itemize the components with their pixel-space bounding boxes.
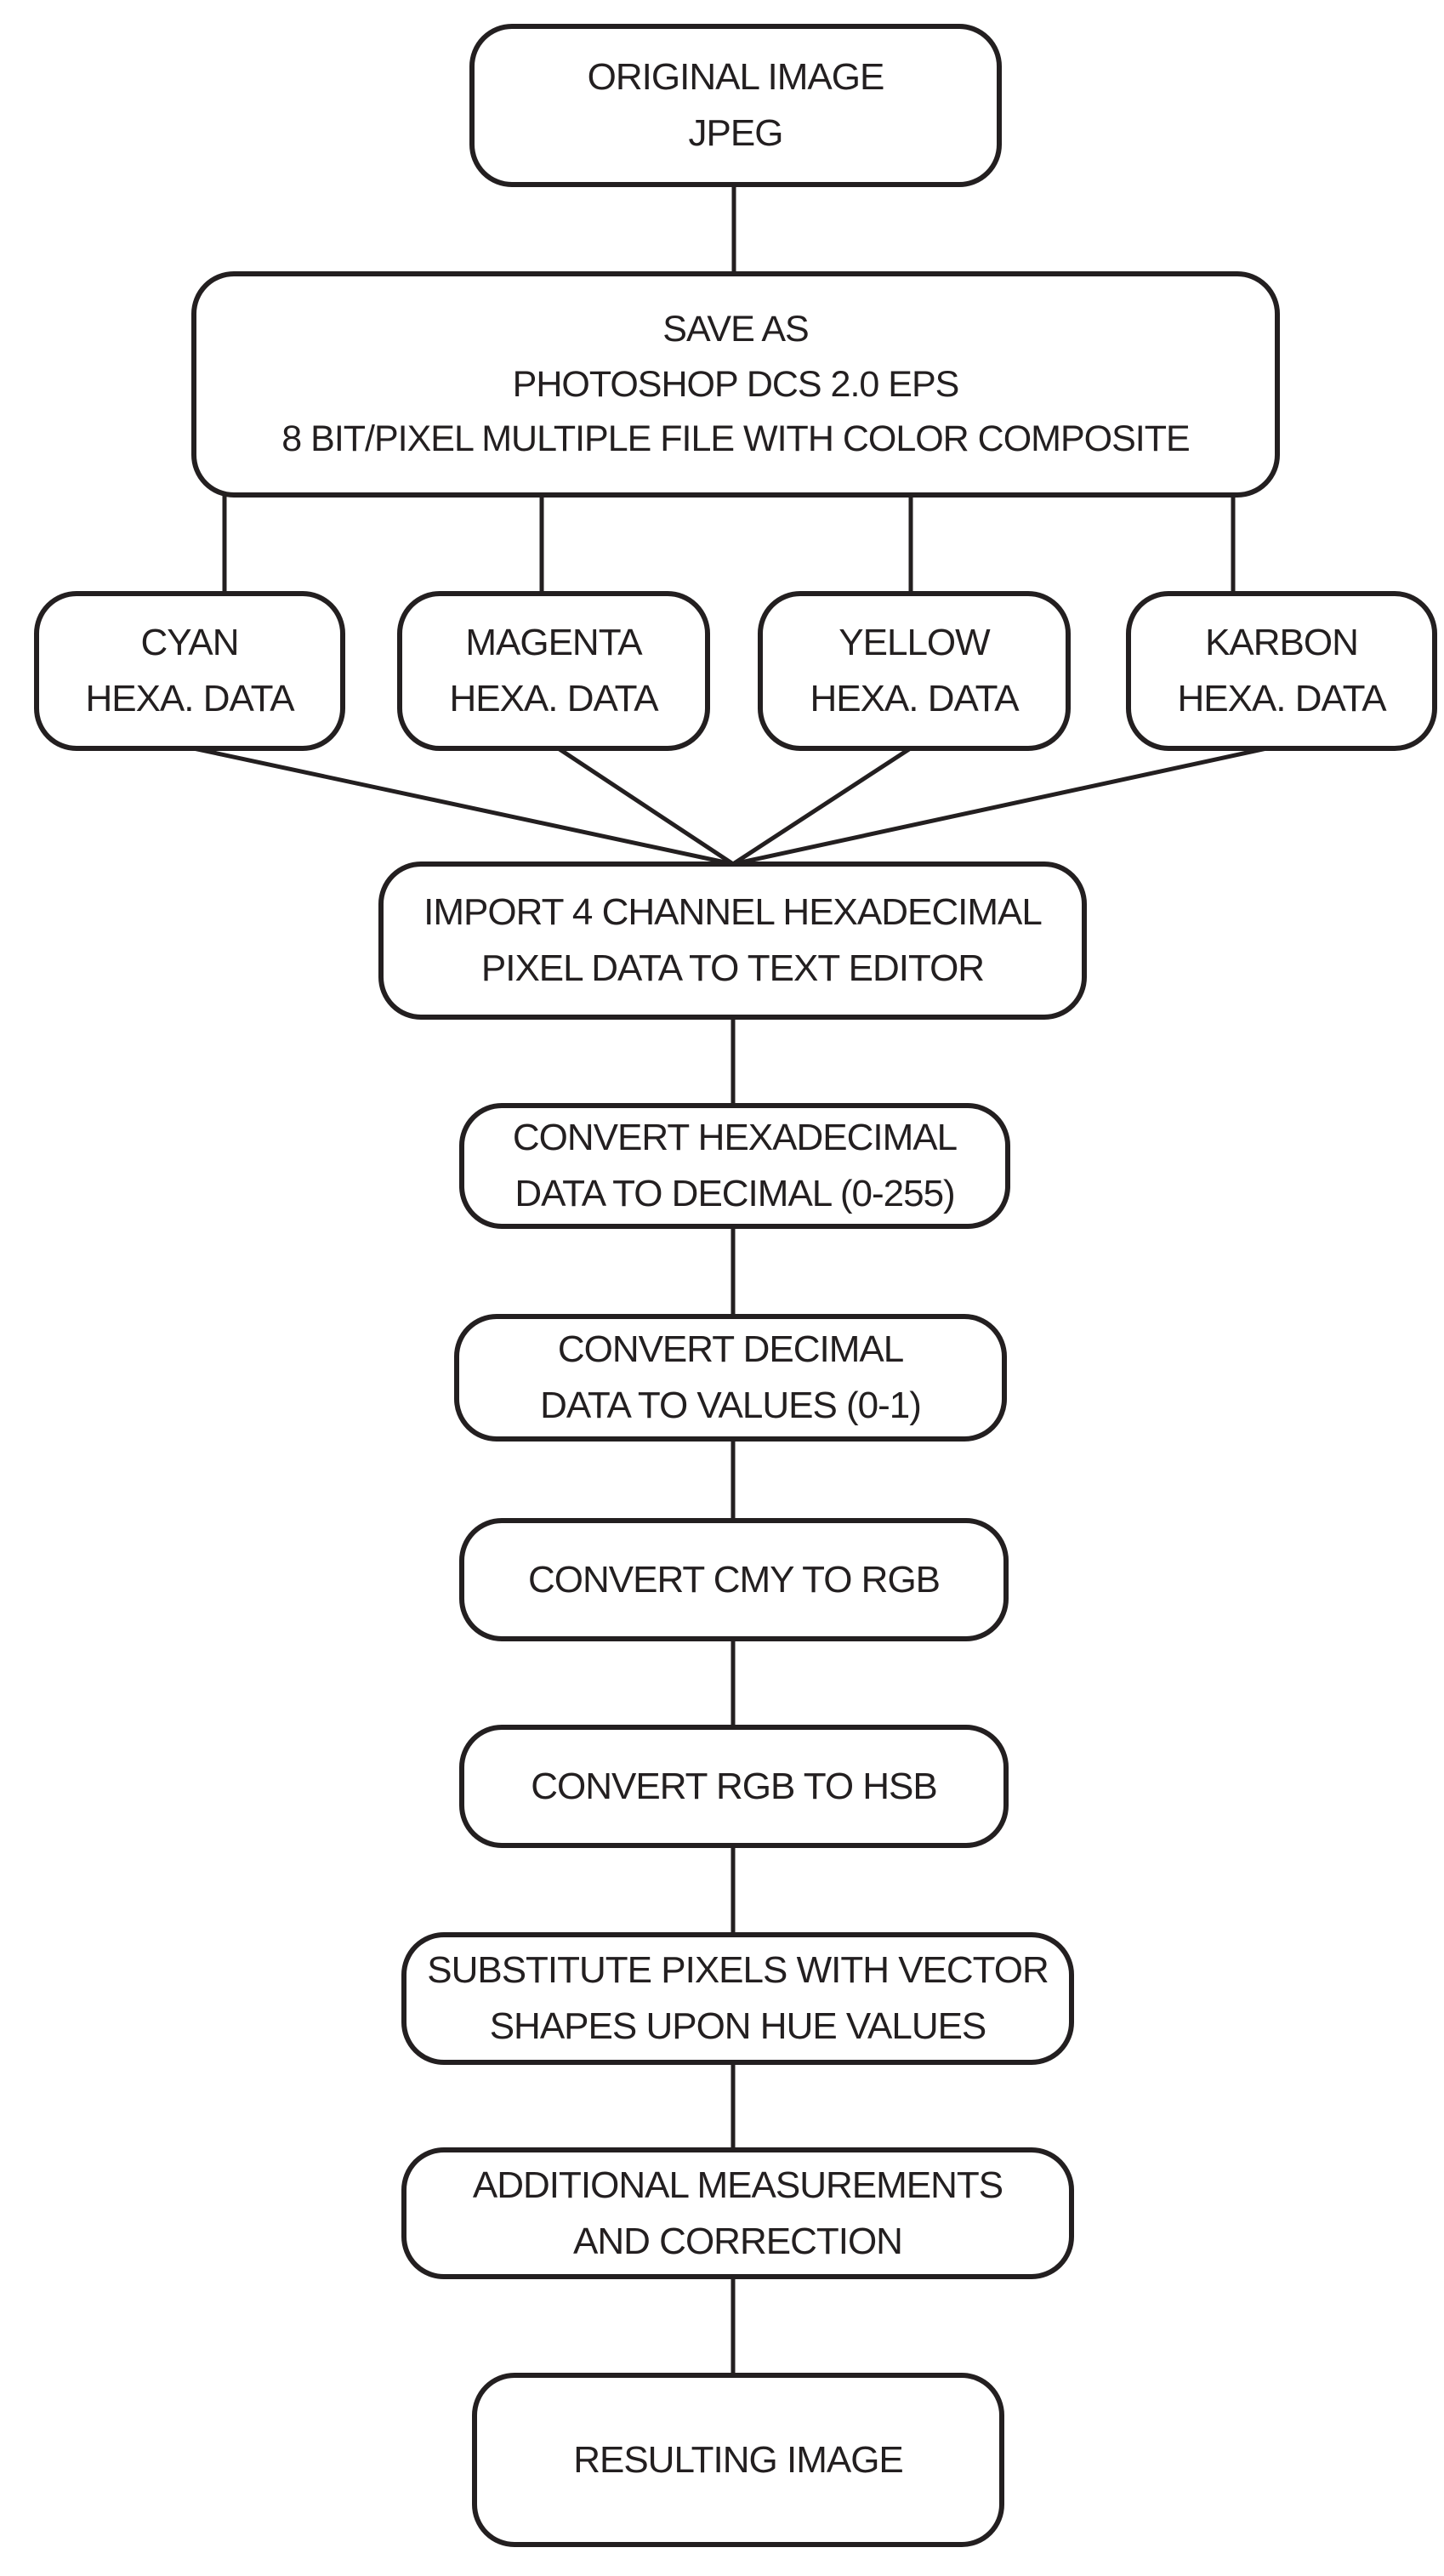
- node-label: HEXA. DATA: [449, 678, 658, 719]
- node-label: DATA TO VALUES (0-1): [540, 1385, 922, 1426]
- node-label: CONVERT DECIMAL: [557, 1328, 904, 1370]
- node-label: PHOTOSHOP DCS 2.0 EPS: [512, 363, 960, 405]
- node-label: SHAPES UPON HUE VALUES: [489, 2005, 987, 2047]
- node-label: IMPORT 4 CHANNEL HEXADECIMAL: [424, 891, 1043, 933]
- node-convert-rgb-to-hsb: CONVERT RGB TO HSB: [459, 1725, 1009, 1848]
- node-import-channels: IMPORT 4 CHANNEL HEXADECIMAL PIXEL DATA …: [378, 862, 1087, 1020]
- node-label: SAVE AS: [662, 309, 809, 350]
- node-label: MAGENTA: [465, 622, 642, 663]
- node-convert-hex-to-decimal: CONVERT HEXADECIMAL DATA TO DECIMAL (0-2…: [459, 1103, 1010, 1229]
- node-label: KARBON: [1205, 622, 1359, 663]
- node-label: CONVERT HEXADECIMAL: [512, 1117, 958, 1158]
- node-label: CYAN: [140, 622, 240, 663]
- node-label: DATA TO DECIMAL (0-255): [514, 1173, 955, 1214]
- node-save-as: SAVE AS PHOTOSHOP DCS 2.0 EPS 8 BIT/PIXE…: [191, 271, 1280, 498]
- node-convert-decimal-to-values: CONVERT DECIMAL DATA TO VALUES (0-1): [454, 1314, 1007, 1442]
- node-convert-cmy-to-rgb: CONVERT CMY TO RGB: [459, 1518, 1009, 1641]
- node-label: ORIGINAL IMAGE: [587, 56, 885, 98]
- node-label: HEXA. DATA: [1177, 678, 1386, 719]
- node-label: PIXEL DATA TO TEXT EDITOR: [480, 947, 985, 989]
- connector-karbon-to-import: [732, 745, 1271, 867]
- node-label: HEXA. DATA: [810, 678, 1019, 719]
- node-label: CONVERT CMY TO RGB: [527, 1558, 941, 1601]
- node-label: CONVERT RGB TO HSB: [531, 1765, 938, 1807]
- node-label: YELLOW: [839, 622, 990, 663]
- node-karbon-hexa-data: KARBON HEXA. DATA: [1126, 591, 1437, 751]
- connector-yellow-to-import: [731, 745, 913, 867]
- node-label: ADDITIONAL MEASUREMENTS: [472, 2164, 1003, 2206]
- node-yellow-hexa-data: YELLOW HEXA. DATA: [758, 591, 1071, 751]
- node-additional-measurements: ADDITIONAL MEASUREMENTS AND CORRECTION: [401, 2147, 1074, 2279]
- node-label: AND CORRECTION: [573, 2220, 903, 2262]
- node-label: JPEG: [688, 112, 784, 154]
- node-resulting-image: RESULTING IMAGE: [472, 2373, 1004, 2547]
- node-cyan-hexa-data: CYAN HEXA. DATA: [34, 591, 345, 751]
- connector-magenta-to-import: [555, 745, 735, 867]
- node-label: SUBSTITUTE PIXELS WITH VECTOR: [427, 1949, 1049, 1991]
- node-substitute-pixels: SUBSTITUTE PIXELS WITH VECTOR SHAPES UPO…: [401, 1932, 1074, 2065]
- node-label: 8 BIT/PIXEL MULTIPLE FILE WITH COLOR COM…: [281, 418, 1190, 460]
- connector-cyan-to-import: [189, 745, 734, 867]
- node-label: RESULTING IMAGE: [573, 2438, 904, 2481]
- node-original-image: ORIGINAL IMAGE JPEG: [469, 24, 1002, 187]
- node-label: HEXA. DATA: [85, 678, 294, 719]
- node-magenta-hexa-data: MAGENTA HEXA. DATA: [397, 591, 710, 751]
